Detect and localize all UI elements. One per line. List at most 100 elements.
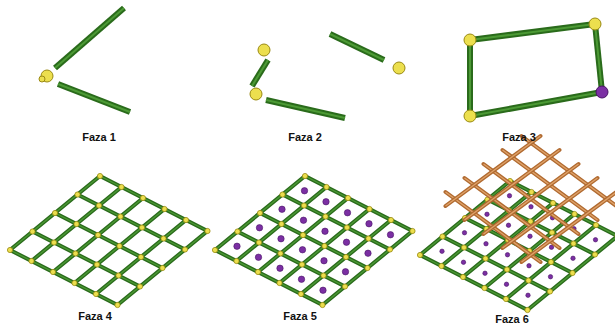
purple-connector [322,228,328,234]
purple-connector [343,239,349,245]
purple-connector [256,225,262,231]
connector [342,284,347,289]
purple-connector [484,242,488,246]
beam [470,24,595,40]
purple-connector [387,232,393,238]
phase-caption: Faza 2 [288,131,322,144]
purple-connector [277,265,283,271]
connector [278,251,283,256]
beam [301,220,391,294]
beam [420,255,528,310]
beam-highlight [32,187,122,261]
purple-connector [344,210,350,216]
beam-highlight [420,255,528,310]
connector [529,189,534,194]
connector [277,280,282,285]
connector [93,291,98,296]
connector [30,229,35,234]
purple-connector [504,282,508,286]
beam-highlight [260,213,368,268]
connector [161,236,166,241]
connector [525,307,530,312]
beam [283,195,391,250]
purple-connector [529,205,533,209]
beam [465,150,560,220]
beam-highlight [55,213,163,268]
purple-connector [299,247,305,253]
phase-caption: Faza 6 [495,313,529,326]
beam-highlight [75,209,165,283]
connector [550,200,555,205]
phase-6-drawing [417,136,615,313]
connector [572,211,577,216]
purple-connector [593,238,597,242]
purple-connector [461,260,465,264]
connector [503,296,508,301]
beam-highlight [78,195,186,250]
purple-connector [278,236,284,242]
beam-highlight [33,232,141,287]
purple-connector [506,223,510,227]
beam [215,176,305,250]
purple-connector [440,249,444,253]
connector [51,240,56,245]
purple-connector [255,254,261,260]
purple-connector [571,256,575,260]
connector [52,210,57,215]
connector-purple [596,86,608,98]
beam [470,92,602,116]
connector [461,245,466,250]
connector [593,222,598,227]
beam [55,8,124,68]
beam-highlight [118,231,208,305]
connector [72,280,77,285]
phase-3-drawing [464,18,608,122]
beam-highlight [53,198,143,272]
connector [280,192,285,197]
connector [302,173,307,178]
connector [592,252,597,257]
connector [182,247,187,252]
beam [305,176,413,231]
purple-connector [528,234,532,238]
connector [299,262,304,267]
beam-highlight [10,176,100,250]
connector [547,289,552,294]
beam-highlight [96,220,186,294]
beam-highlight [470,92,602,116]
purple-connector [323,199,329,205]
beam-highlight [446,136,541,206]
purple-connector [527,264,531,268]
beam-highlight [215,250,323,305]
purple-connector [342,269,348,275]
purple-connector [462,231,466,235]
phase-4-drawing [7,173,210,307]
beam [484,164,579,234]
beam [266,100,345,118]
beam [252,60,268,86]
connector [483,256,488,261]
connector [324,184,329,189]
connector [255,269,260,274]
connector [29,258,34,263]
connector [95,232,100,237]
connector [140,195,145,200]
beam [118,231,208,305]
connector [118,214,123,219]
connector [549,230,554,235]
connector [258,44,270,56]
beam [58,84,130,112]
connector [115,302,120,307]
beam [75,209,165,283]
connector [39,76,45,82]
beam [78,195,186,250]
phase-caption: Faza 5 [283,310,317,323]
connector [464,110,476,122]
beam-highlight [237,187,327,261]
connector [117,243,122,248]
beam [53,198,143,272]
beam-highlight [323,231,413,305]
connector [323,214,328,219]
connector [388,217,393,222]
connector [139,225,144,230]
